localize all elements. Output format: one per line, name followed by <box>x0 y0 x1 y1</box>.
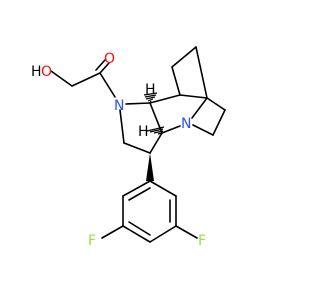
atom-label-layer: H O O N N H H F F <box>31 51 206 249</box>
bond-ch2top-cbridge <box>171 66 181 96</box>
bond-o-ch2 <box>50 70 73 87</box>
hydroxyl-o-label: O <box>41 64 52 80</box>
stereo-h-c3a: H <box>138 124 149 140</box>
stereo-h-c7a: H <box>145 82 156 98</box>
amide-n-label: N <box>114 98 124 114</box>
bond-ar-3-4 <box>122 225 151 243</box>
fluorine-right-label: F <box>198 233 206 249</box>
bond-cstar-c3a <box>149 132 163 154</box>
bond-c3a-nbridge <box>161 125 181 134</box>
bond-ar-6-1 <box>149 180 177 197</box>
bond-co-double-a <box>99 62 110 74</box>
molecule-structure: H O O N N H H F F <box>31 46 226 249</box>
bond-ch2-co <box>71 72 101 87</box>
bond-ar-inner-b <box>128 221 151 236</box>
bond-ar-1-2 <box>122 180 151 197</box>
hydroxyl-h-label: H <box>31 64 42 80</box>
bond-ar-inner-a <box>128 187 151 201</box>
bond-n-c7a <box>125 102 151 105</box>
bond-nbridge-ch2 <box>192 124 214 136</box>
bond-co-n <box>99 72 116 98</box>
bond-c-f-right <box>175 225 198 239</box>
bond-layer <box>50 46 226 243</box>
bond-c-f-left <box>101 225 124 239</box>
bond-cbridge-cbridgehead <box>179 94 208 99</box>
bond-cbridgehead-nbridge <box>191 97 208 119</box>
bond-ch2-ch2 <box>212 109 226 136</box>
bond-ar-4-5 <box>149 225 177 243</box>
bond-n-ch2ring <box>119 109 125 144</box>
bold-wedge-aryl <box>146 153 154 181</box>
bond-cbridgehead-ch2up <box>195 46 208 99</box>
bond-ch2ring-cstar <box>123 142 151 154</box>
carbonyl-o-label: O <box>104 51 115 67</box>
hashed-wedge-c3a <box>146 126 165 135</box>
bridge-n-label: N <box>181 116 191 132</box>
bond-ch2-cbridgehead <box>206 97 226 111</box>
bond-ch2up-ch2top <box>171 46 197 68</box>
bond-co-double-b <box>95 59 106 71</box>
bond-c7a-cbridge <box>149 94 181 104</box>
hashed-wedge-c7a <box>143 92 158 104</box>
fluorine-left-label: F <box>88 233 96 249</box>
